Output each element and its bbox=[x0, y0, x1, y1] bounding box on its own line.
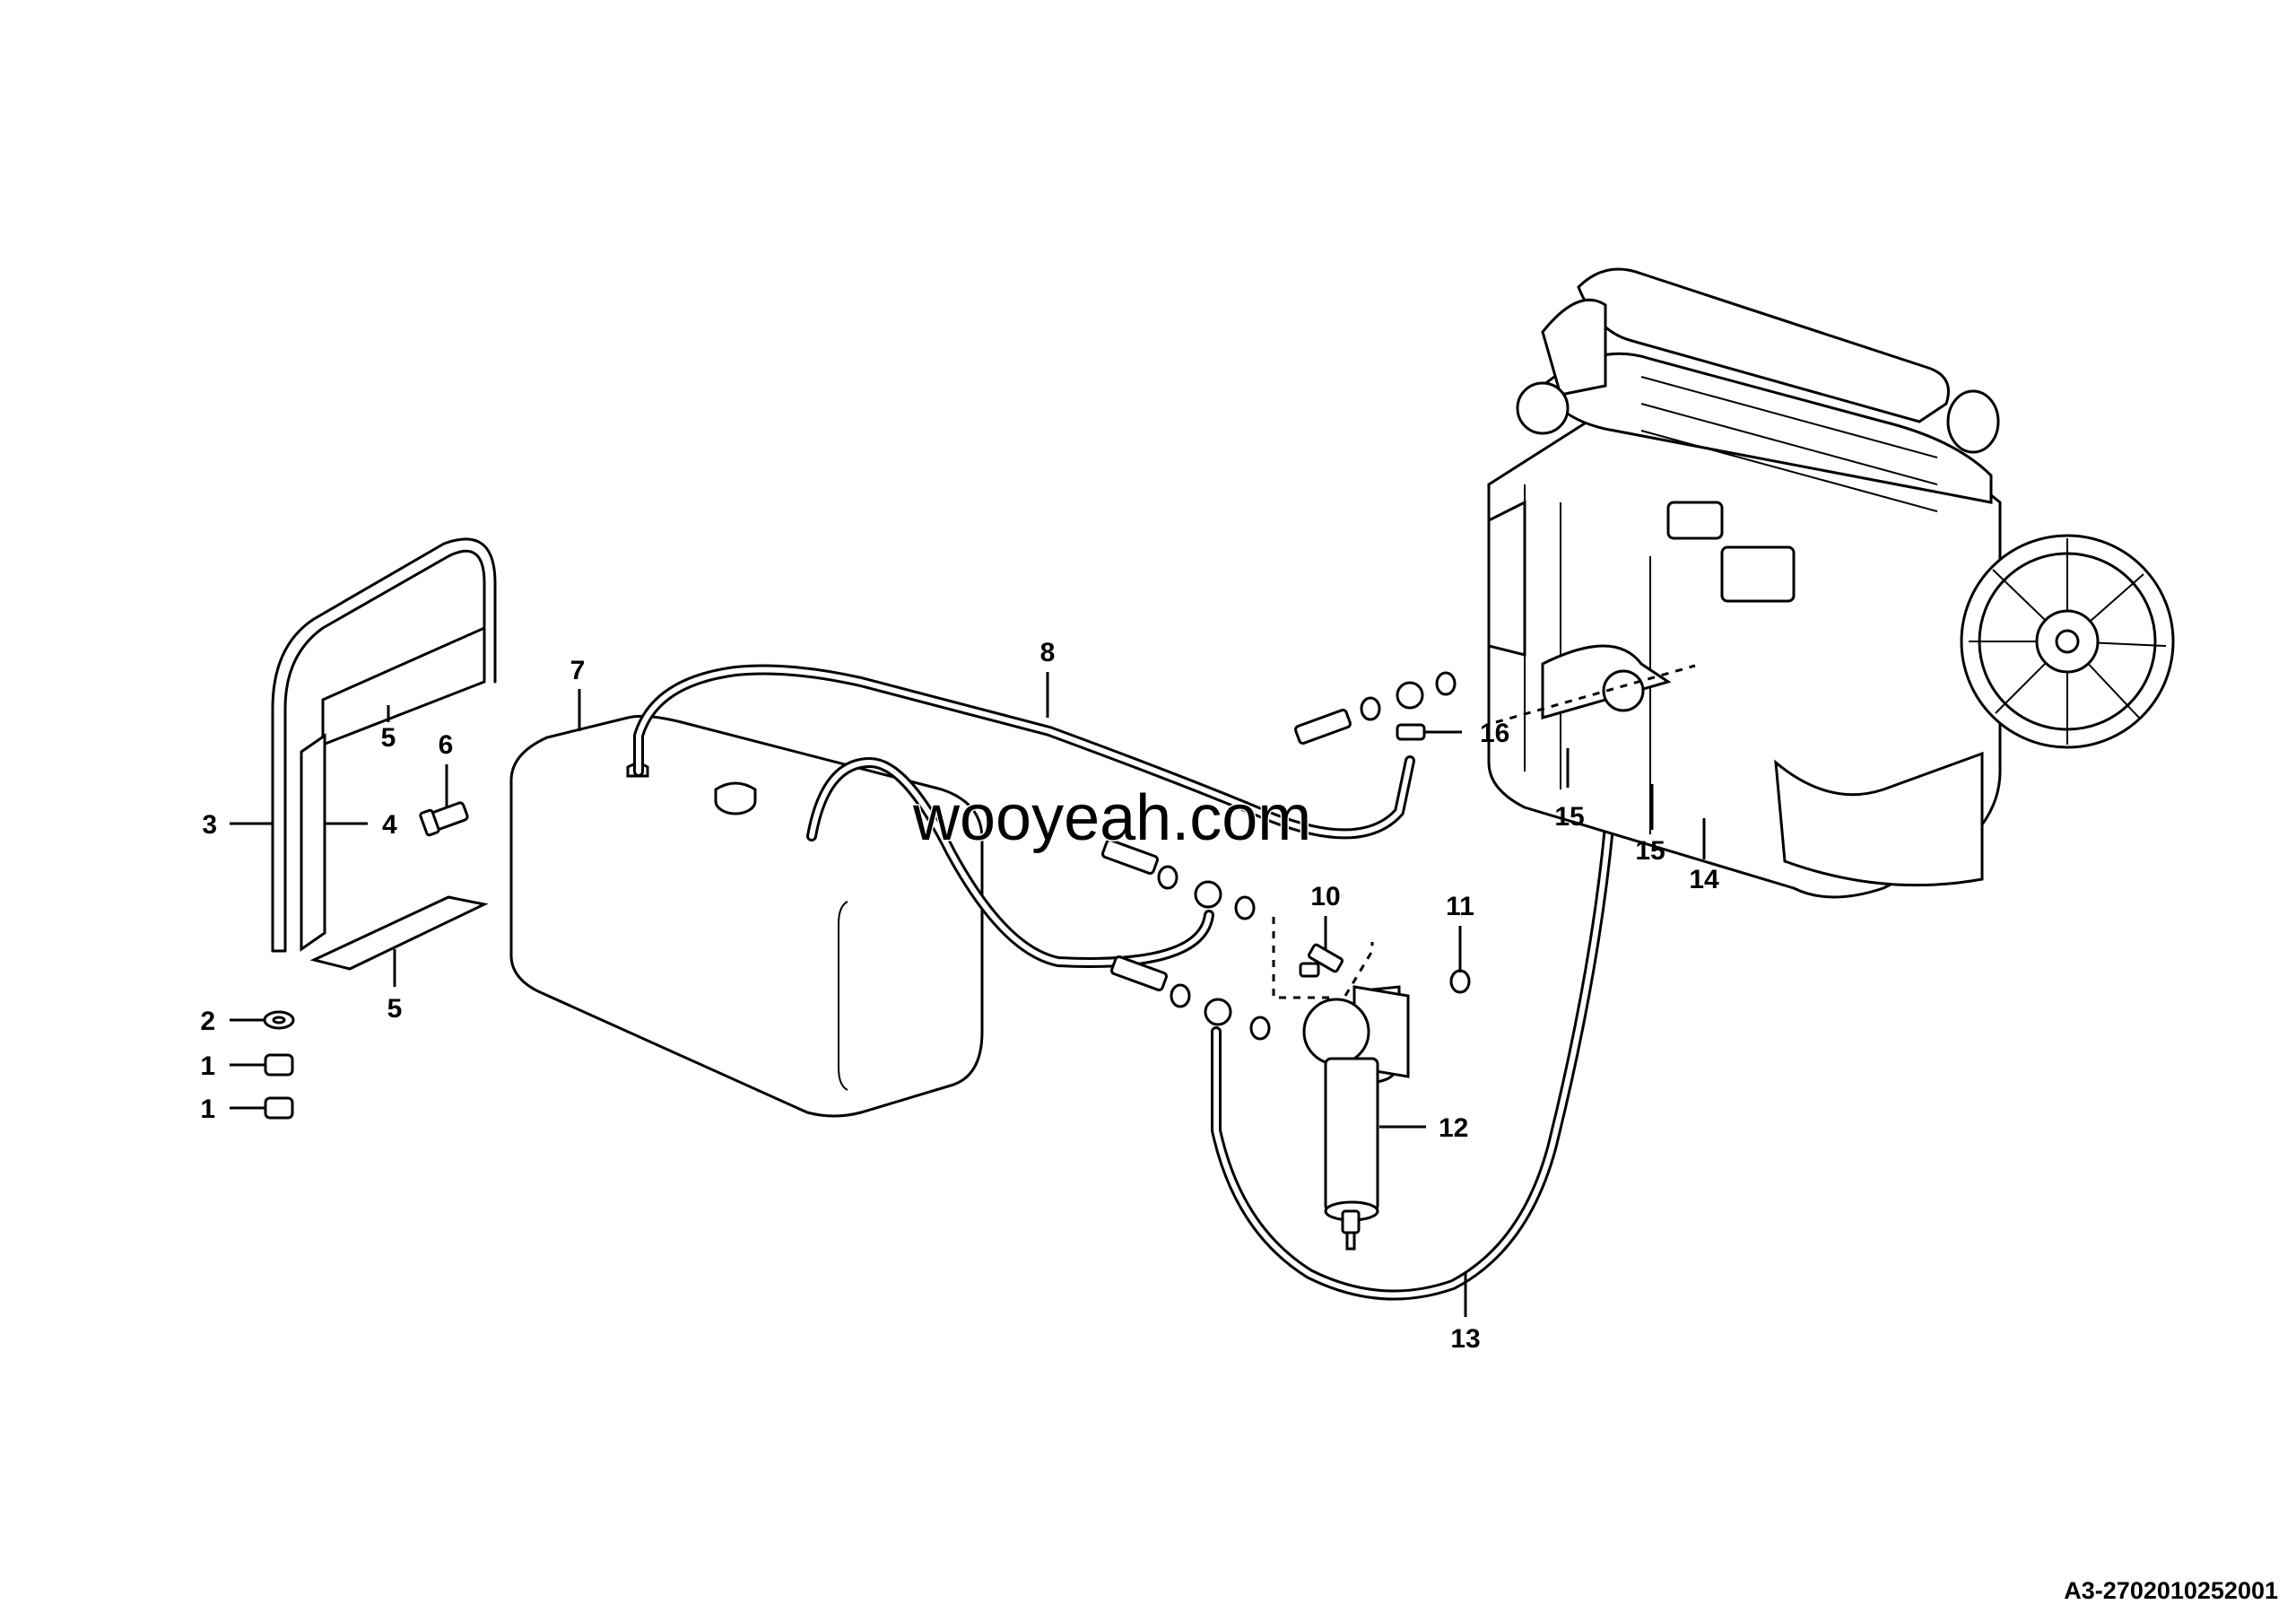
watermark: wooyeah.com bbox=[912, 782, 1311, 854]
callout-5-upper: 5 bbox=[381, 723, 396, 753]
washer-2 bbox=[263, 1010, 295, 1030]
strap-pad-vertical bbox=[300, 733, 326, 952]
callout-14: 14 bbox=[1689, 865, 1719, 894]
engine-fan bbox=[1960, 534, 2175, 749]
callout-3: 3 bbox=[202, 810, 217, 840]
callout-7: 7 bbox=[570, 656, 586, 685]
callout-4: 4 bbox=[382, 810, 397, 840]
callout-16: 16 bbox=[1480, 719, 1509, 748]
fuel-hose-8 bbox=[633, 664, 1415, 840]
fuel-tank bbox=[509, 714, 984, 1118]
banjo-fitting-lower bbox=[1110, 955, 1271, 1041]
banjo-fitting-upper bbox=[1101, 838, 1256, 920]
callout-labels: 2 1 1 3 4 5 5 6 7 8 10 11 12 13 14 15 15… bbox=[200, 638, 1719, 1354]
bolt-6 bbox=[419, 801, 469, 837]
nut-1-upper bbox=[264, 1053, 294, 1077]
drawing-reference: A3-2702010252001 bbox=[2064, 1577, 2278, 1604]
callout-12: 12 bbox=[1439, 1113, 1468, 1143]
callout-11: 11 bbox=[1446, 892, 1474, 921]
leader-lines bbox=[230, 672, 1706, 1317]
strap-pad-bottom bbox=[309, 895, 489, 971]
fuel-filter bbox=[1302, 985, 1410, 1251]
callout-10: 10 bbox=[1310, 882, 1340, 911]
callout-1-lower: 1 bbox=[200, 1094, 215, 1124]
banjo-fitting-engine bbox=[1294, 671, 1457, 746]
callout-2: 2 bbox=[200, 1007, 215, 1036]
callout-6: 6 bbox=[439, 730, 454, 760]
engine-assembly bbox=[1272, 267, 2002, 999]
callout-5-lower: 5 bbox=[387, 994, 403, 1024]
fuel-hose-13 bbox=[1211, 748, 1620, 1301]
callout-8: 8 bbox=[1040, 638, 1056, 667]
tank-strap bbox=[271, 537, 497, 953]
tank-return-hose bbox=[806, 757, 1214, 968]
nut-1-lower bbox=[264, 1096, 294, 1120]
nut-11 bbox=[1449, 969, 1471, 994]
callout-13: 13 bbox=[1450, 1324, 1480, 1354]
callout-15-left: 15 bbox=[1554, 802, 1584, 832]
callout-1-upper: 1 bbox=[200, 1051, 215, 1081]
callout-15-right: 15 bbox=[1635, 836, 1665, 866]
bolt-10 bbox=[1299, 943, 1344, 978]
